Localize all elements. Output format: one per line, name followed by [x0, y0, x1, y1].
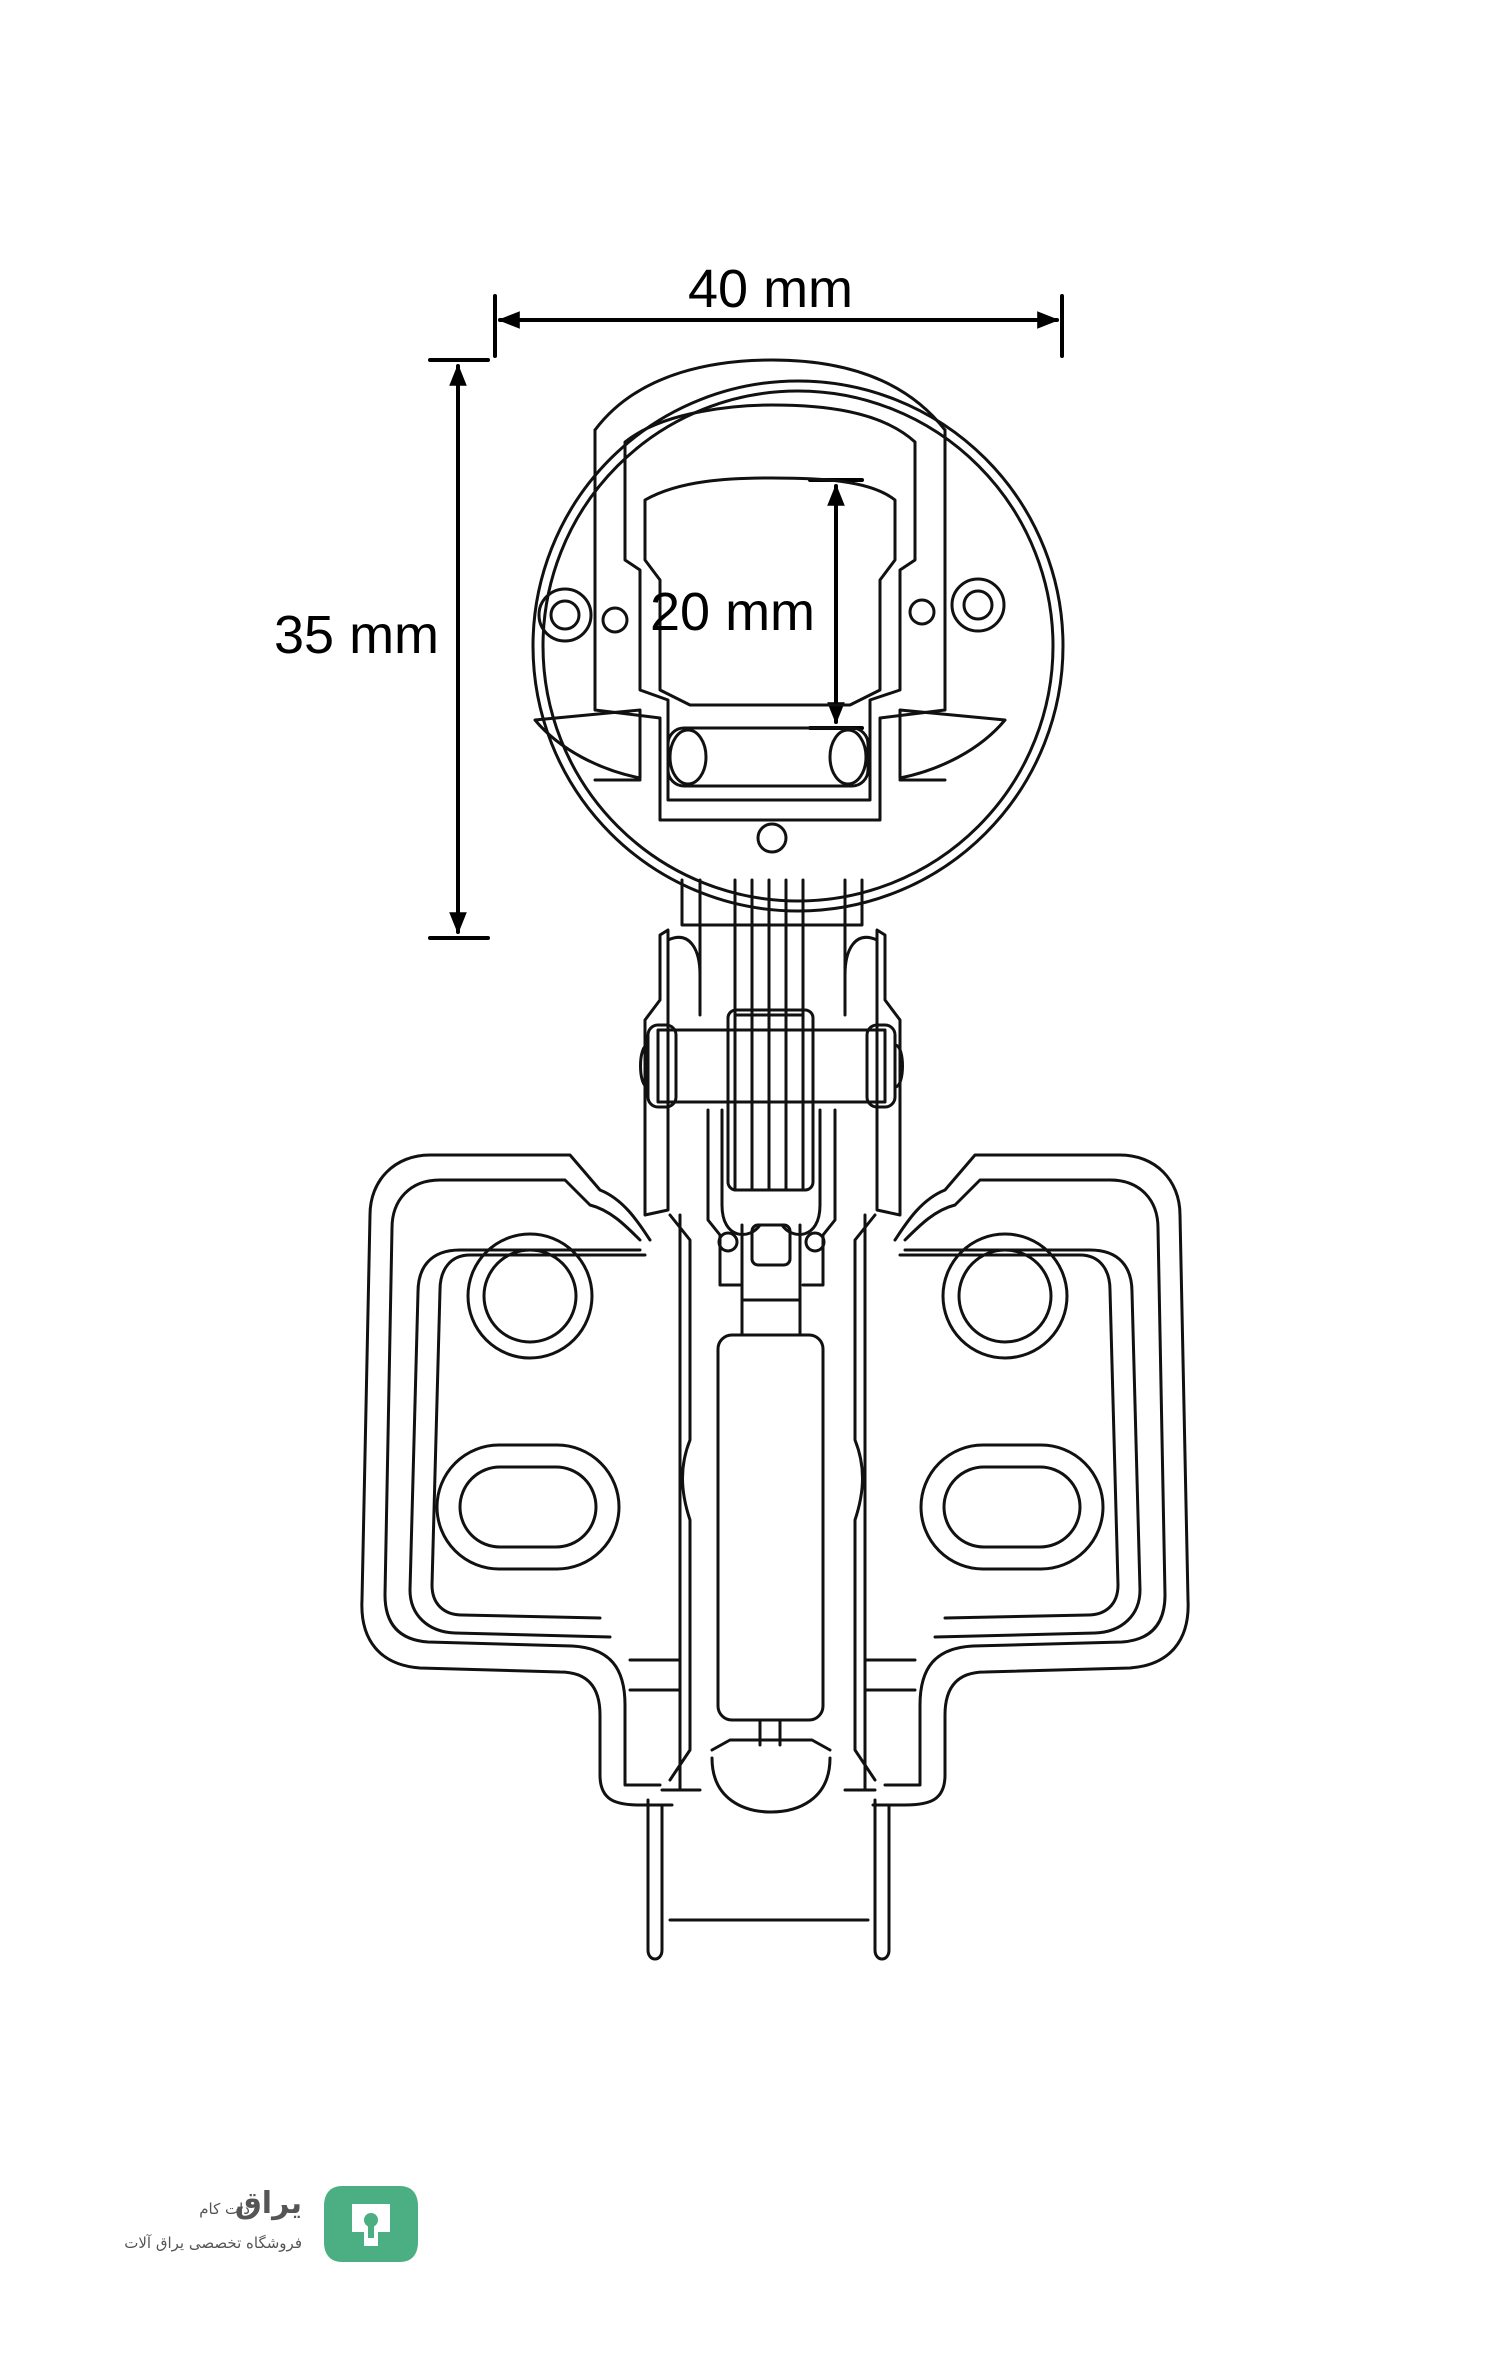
- damper-piston: [710, 1298, 832, 1814]
- dimension-cup-depth-label: 20 mm: [650, 582, 816, 642]
- mounting-plate-left: [360, 1153, 682, 1807]
- hinge-arm: [639, 878, 904, 1792]
- hinge-cup: [531, 358, 1065, 913]
- brand-suffix: دات کام: [199, 2200, 250, 2218]
- dimension-width: [493, 294, 1064, 358]
- brand-name: یراق: [234, 2186, 302, 2221]
- mounting-legs: [646, 1788, 891, 1961]
- dimension-cup-depth: [808, 478, 864, 730]
- brand-logo[interactable]: یراق دات کام فروشگاه تخصصی یراق آلات: [100, 2182, 430, 2272]
- brand-tagline: فروشگاه تخصصی یراق آلات: [124, 2234, 302, 2252]
- dimension-height-label: 35 mm: [274, 605, 440, 665]
- dimension-width-label: 40 mm: [688, 259, 854, 319]
- dimension-height: [428, 358, 490, 940]
- mounting-plate-right: [863, 1153, 1190, 1807]
- keyhole-hinge-logo-icon: [324, 2186, 418, 2262]
